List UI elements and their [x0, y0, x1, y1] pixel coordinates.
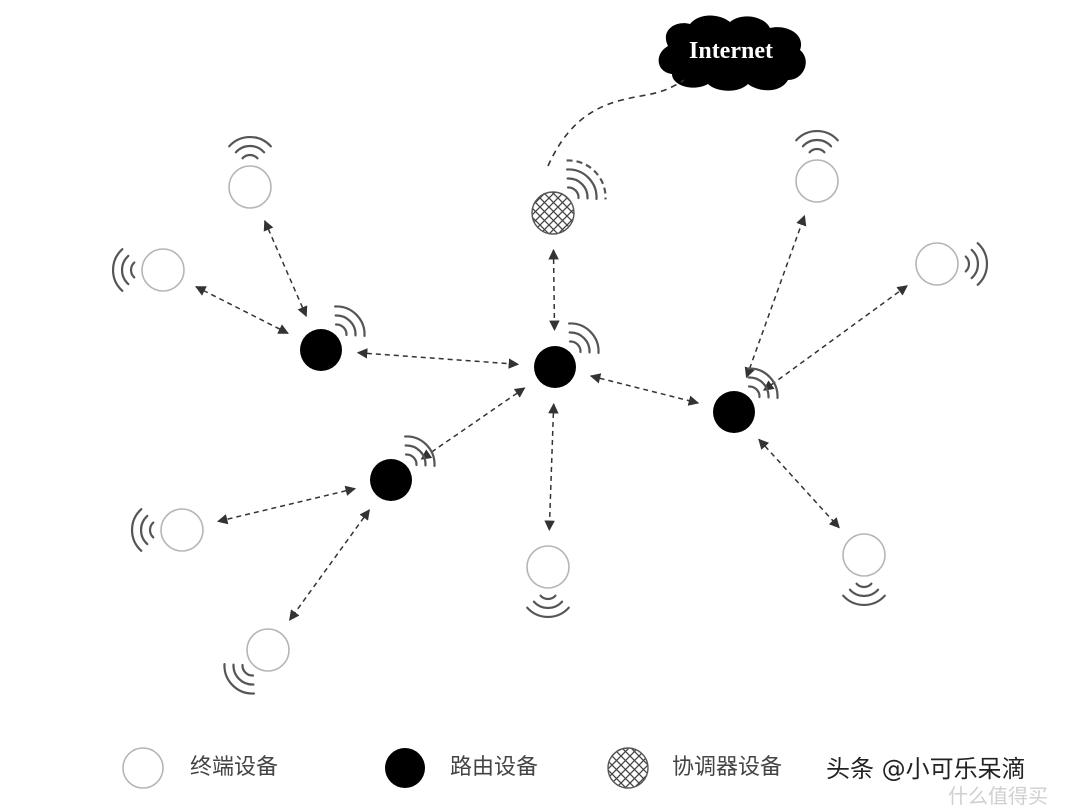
wave-arc [526, 606, 570, 618]
wifi-waves-icon [795, 130, 839, 154]
wave-arc [223, 663, 255, 695]
signal-layer [112, 130, 988, 695]
cloud-icon [658, 15, 806, 91]
legend-coordinator-icon [607, 747, 649, 789]
wave-arc [855, 582, 873, 589]
link-rc-t5 [544, 402, 559, 532]
wave-arc [801, 139, 833, 148]
wave-arc [539, 594, 557, 601]
node-layer [141, 159, 959, 672]
link-rb-t4 [289, 509, 370, 621]
link-rr-t6 [744, 214, 807, 379]
wave-arc [747, 385, 761, 399]
legend [122, 747, 649, 789]
legend-terminal-icon [122, 747, 164, 789]
wave-arc [148, 521, 155, 539]
wifi-waves-icon [568, 322, 600, 354]
wave-arc [334, 323, 348, 337]
wifi-waves-icon [223, 663, 255, 695]
wave-arc [566, 186, 580, 200]
wave-arc [566, 168, 598, 200]
link-rl-t2 [195, 286, 289, 334]
internet-cloud: Internet [658, 15, 806, 91]
link-rl-rc [356, 348, 520, 369]
router-node-rc [534, 346, 576, 388]
wave-arc [808, 147, 826, 154]
internet-link [547, 79, 685, 167]
wave-arc [532, 600, 564, 609]
wifi-waves-icon [112, 248, 136, 292]
wave-arc [848, 588, 880, 597]
link-rl-t1 [263, 219, 308, 318]
wave-arc [112, 248, 124, 292]
terminal-node-t8 [842, 533, 886, 577]
wifi-waves-icon [747, 367, 779, 399]
router-node-rb [370, 459, 412, 501]
wave-arc [747, 376, 770, 399]
terminal-node-t1 [228, 165, 272, 209]
link-layer [195, 214, 908, 621]
wave-arc [404, 435, 436, 467]
terminal-node-t6 [795, 159, 839, 203]
wifi-waves-icon [842, 582, 886, 606]
wave-arc [842, 594, 886, 606]
wave-arc [241, 663, 255, 677]
wifi-waves-icon [334, 305, 366, 337]
cloud-label: Internet [689, 38, 773, 64]
wifi-waves-icon [404, 435, 436, 467]
wave-arc [404, 444, 427, 467]
link-c-rc [548, 248, 560, 332]
wifi-waves-icon [131, 508, 155, 552]
wave-arc [334, 305, 366, 337]
wave-arc [228, 136, 272, 148]
coordinator-node [531, 191, 575, 235]
wave-arc [232, 663, 255, 686]
terminal-node-t4 [246, 628, 290, 672]
terminal-node-t7 [915, 242, 959, 286]
wave-arc [568, 331, 591, 354]
link-rr-t7 [763, 285, 908, 391]
wave-arc [747, 367, 779, 399]
wave-arc [131, 508, 143, 552]
wifi-waves-icon [566, 159, 607, 200]
terminal-node-t2 [141, 248, 185, 292]
site-watermark: 什么值得买 [948, 784, 1048, 808]
wave-arc [568, 340, 582, 354]
router-node-rl [300, 329, 342, 371]
terminal-node-t5 [526, 545, 570, 589]
wave-arc [970, 248, 979, 280]
link-rc-rr [589, 373, 700, 406]
router-node-rr [713, 391, 755, 433]
wave-arc [140, 514, 149, 546]
wave-arc [121, 254, 130, 286]
wave-arc [234, 145, 266, 154]
legend-terminal-label: 终端设备 [190, 755, 279, 780]
wave-arc [964, 255, 971, 273]
wave-arc [129, 261, 136, 279]
wave-arc [976, 242, 988, 286]
wifi-waves-icon [526, 594, 570, 618]
wave-arc [241, 153, 259, 160]
legend-coordinator-label: 协调器设备 [672, 755, 783, 780]
link-rr-t8 [758, 438, 840, 529]
legend-router-icon [385, 748, 425, 788]
wave-arc [795, 130, 839, 142]
legend-router-label: 路由设备 [450, 755, 539, 780]
wave-arc [566, 159, 607, 200]
link-rc-rb [420, 387, 526, 460]
wave-arc [334, 314, 357, 337]
link-rb-t3 [216, 485, 357, 525]
author-watermark: 头条 @小可乐呆滴 [826, 755, 1026, 783]
wifi-waves-icon [964, 242, 988, 286]
wave-arc [566, 177, 589, 200]
terminal-node-t3 [160, 508, 204, 552]
wave-arc [568, 322, 600, 354]
wifi-waves-icon [228, 136, 272, 160]
wave-arc [404, 453, 418, 467]
